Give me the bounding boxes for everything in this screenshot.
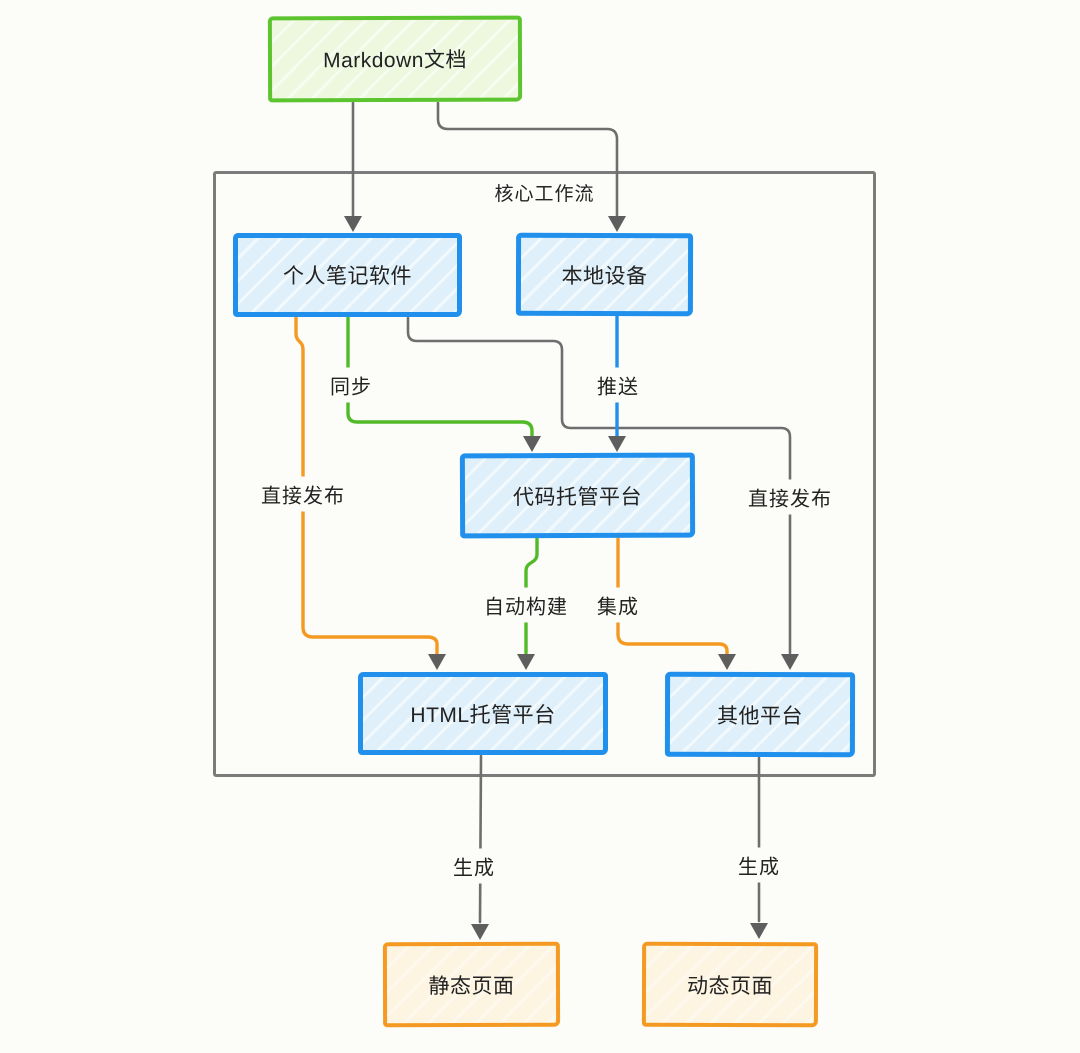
node-local-device-label: 本地设备 <box>561 264 648 288</box>
arrowhead-notes-to-code <box>523 436 541 452</box>
node-html-hosting: HTML托管平台 <box>358 672 608 755</box>
edge-code-to-other <box>616 537 729 657</box>
group-core-workflow-label: 核心工作流 <box>494 184 595 205</box>
arrowhead-html-to-static <box>471 924 489 940</box>
arrowhead-markdown-to-notes <box>344 216 362 232</box>
group-core-workflow: 核心工作流 <box>213 171 876 777</box>
edge-label-direct-publish-left: 直接发布 <box>256 476 350 512</box>
node-static-page: 静态页面 <box>382 941 561 1028</box>
node-personal-notes-label: 个人笔记软件 <box>283 265 412 288</box>
edge-html-to-static <box>478 754 483 924</box>
node-other-platform: 其他平台 <box>664 671 856 758</box>
node-html-hosting-label: HTML托管平台 <box>410 703 556 727</box>
edge-label-generate-right: 生成 <box>733 847 785 883</box>
node-code-hosting: 代码托管平台 <box>459 452 696 539</box>
edge-label-auto-build: 自动构建 <box>479 587 573 623</box>
edge-label-push: 推送 <box>592 367 644 403</box>
node-personal-notes: 个人笔记软件 <box>233 233 462 317</box>
node-code-hosting-label: 代码托管平台 <box>512 485 643 509</box>
node-markdown-doc-label: Markdown文档 <box>323 48 467 73</box>
arrowhead-code-to-html <box>517 654 535 670</box>
node-static-page-label: 静态页面 <box>428 974 515 998</box>
node-dynamic-page-label: 动态页面 <box>686 974 774 998</box>
edge-notes-to-other <box>406 316 792 655</box>
arrowhead-code-to-other <box>718 654 736 670</box>
edge-notes-to-code <box>346 316 534 439</box>
edge-label-sync: 同步 <box>325 367 377 403</box>
node-local-device: 本地设备 <box>515 232 694 317</box>
edge-label-generate-left: 生成 <box>448 848 500 884</box>
arrowhead-other-to-dynamic <box>750 923 768 939</box>
edge-label-direct-publish-right: 直接发布 <box>743 479 837 515</box>
edge-markdown-to-device <box>436 101 619 224</box>
edge-notes-to-html <box>294 316 439 656</box>
arrowhead-device-to-code <box>608 436 626 452</box>
node-markdown-doc: Markdown文档 <box>267 15 523 103</box>
arrowhead-notes-to-html <box>428 654 446 670</box>
arrowhead-notes-to-other <box>781 654 799 670</box>
edge-label-integrate: 集成 <box>592 587 644 623</box>
edge-code-to-html <box>524 537 539 655</box>
node-other-platform-label: 其他平台 <box>716 704 804 728</box>
node-dynamic-page: 动态页面 <box>641 941 819 1028</box>
arrowhead-markdown-to-device <box>608 216 626 232</box>
